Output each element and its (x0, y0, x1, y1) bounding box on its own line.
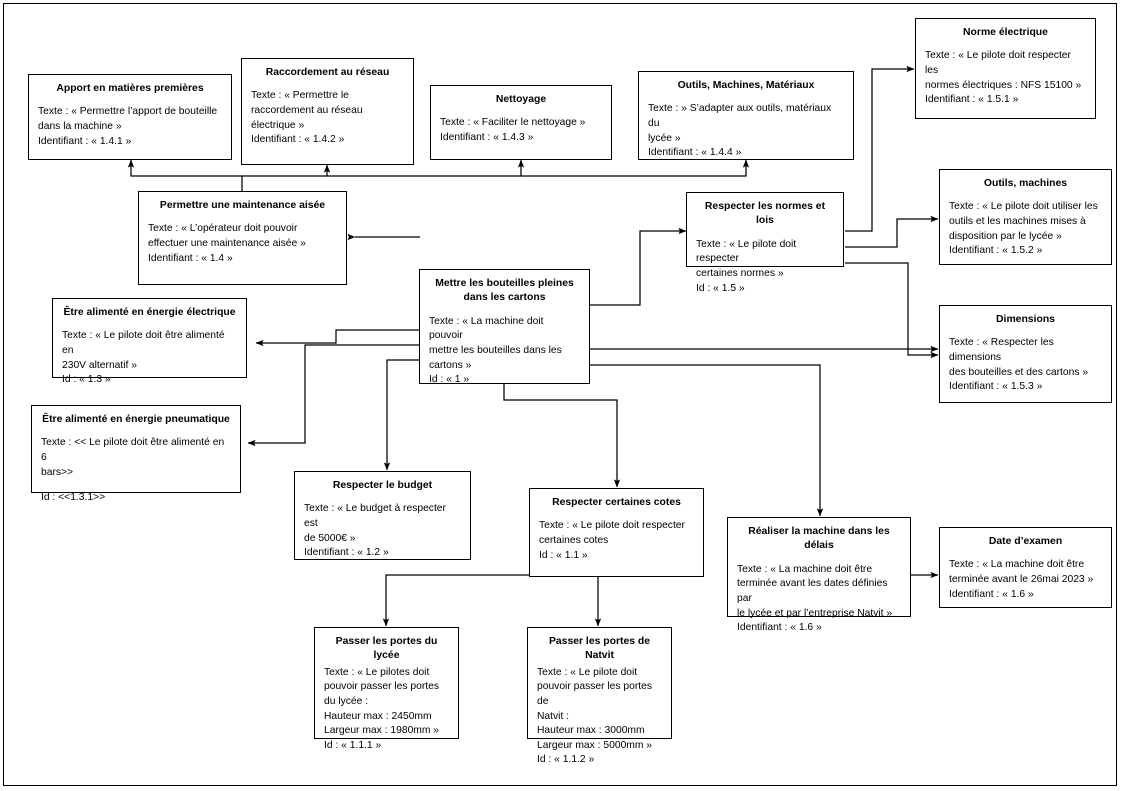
node-title: Réaliser la machine dans les délais (748, 526, 890, 552)
node-title: Dimensions (996, 314, 1055, 325)
node-body: Texte : « Le pilote doit respecter les n… (925, 50, 1082, 106)
node-nettoyage[interactable]: Nettoyage Texte : « Faciliter le nettoya… (430, 85, 612, 160)
node-outils-machines-materiaux[interactable]: Outils, Machines, Matériaux Texte : » S’… (638, 71, 854, 160)
node-title: Outils, Machines, Matériaux (677, 80, 815, 91)
node-body: Texte : » S’adapter aux outils, matériau… (648, 103, 832, 159)
node-respecter-le-budget[interactable]: Respecter le budget Texte : « Le budget … (294, 471, 471, 560)
node-title: Norme électrique (963, 27, 1048, 38)
node-title: Nettoyage (495, 94, 547, 105)
node-body: Texte : « Respecter les dimensions des b… (949, 337, 1089, 393)
node-title: Respecter les normes et lois (704, 201, 826, 227)
node-etre-alimente-en-energie-electrique[interactable]: Être alimenté en énergie électrique Text… (52, 298, 247, 385)
node-date-examen[interactable]: Date d’examen Texte : « La machine doit … (939, 527, 1112, 608)
node-body: Texte : « Le budget à respecter est de 5… (304, 503, 446, 559)
node-body: Texte : « Permettre le raccordement au r… (251, 90, 363, 146)
node-raccordement-au-reseau[interactable]: Raccordement au réseau Texte : « Permett… (241, 58, 414, 165)
node-body: Texte : « Le pilote doit respecter certa… (696, 238, 797, 294)
node-body: Texte : « Le pilotes doit pouvoir passer… (324, 666, 440, 751)
node-etre-alimente-en-energie-pneumatique[interactable]: Être alimenté en énergie pneumatique Tex… (31, 405, 241, 503)
diagram-outer-border (3, 3, 1117, 786)
node-body: Texte : « Le pilote doit être alimenté e… (62, 330, 225, 386)
node-realiser-la-machine-dans-les-delais[interactable]: Réaliser la machine dans les délais Text… (727, 517, 911, 633)
node-passer-les-portes-du-lycee[interactable]: Passer les portes du lycée Texte : « Le … (314, 627, 459, 751)
node-title: Apport en matières premières (56, 83, 204, 94)
node-body: Texte : « Permettre l’apport de bouteill… (38, 106, 218, 147)
node-title: Passer les portes de Natvit (548, 636, 651, 662)
node-title: Mettre les bouteilles pleines dans les c… (435, 278, 574, 304)
node-permettre-une-maintenance-aisee[interactable]: Permettre une maintenance aisée Texte : … (138, 191, 347, 285)
node-body: Texte : « Le pilote doit respecter certa… (539, 520, 685, 561)
node-title: Permettre une maintenance aisée (159, 200, 326, 211)
node-title: Outils, machines (983, 178, 1068, 189)
node-body: Texte : « La machine doit être terminée … (949, 559, 1094, 600)
node-outils-machines[interactable]: Outils, machines Texte : « Le pilote doi… (939, 169, 1112, 265)
node-title: Être alimenté en énergie pneumatique (42, 414, 230, 425)
node-body: Texte : « Le pilote doit utiliser les ou… (949, 201, 1098, 257)
node-title: Raccordement au réseau (265, 67, 390, 78)
node-dimensions[interactable]: Dimensions Texte : « Respecter les dimen… (939, 305, 1112, 403)
node-title: Être alimenté en énergie électrique (63, 307, 236, 318)
node-body: Texte : « L’opérateur doit pouvoir effec… (148, 223, 306, 264)
node-respecter-certaines-cotes[interactable]: Respecter certaines cotes Texte : « Le p… (529, 488, 704, 577)
node-apport-en-matieres-premieres[interactable]: Apport en matières premières Texte : « P… (28, 74, 232, 160)
node-passer-les-portes-de-natvit[interactable]: Passer les portes de Natvit Texte : « Le… (527, 627, 672, 765)
node-title: Date d’examen (988, 536, 1063, 547)
node-norme-electrique[interactable]: Norme électrique Texte : « Le pilote doi… (915, 18, 1096, 119)
node-body: Texte : « La machine doit être terminée … (737, 563, 893, 634)
node-body: Texte : << Le pilote doit être alimenté … (41, 437, 225, 478)
node-body: Texte : « La machine doit pouvoir mettre… (429, 315, 562, 386)
node-title: Respecter certaines cotes (552, 497, 681, 508)
node-title: Respecter le budget (332, 480, 433, 491)
node-mettre-les-bouteilles-pleines-dans-les-cartons[interactable]: Mettre les bouteilles pleines dans les c… (419, 269, 590, 385)
node-body: Texte : « Le pilote doit pouvoir passer … (537, 666, 653, 766)
node-title: Passer les portes du lycée (335, 636, 438, 662)
node-body-secondary: Id : <<1.3.1>> (41, 492, 106, 504)
node-body: Texte : « Faciliter le nettoyage » Ident… (440, 117, 586, 143)
node-respecter-les-normes-et-lois[interactable]: Respecter les normes et lois Texte : « L… (686, 192, 844, 294)
